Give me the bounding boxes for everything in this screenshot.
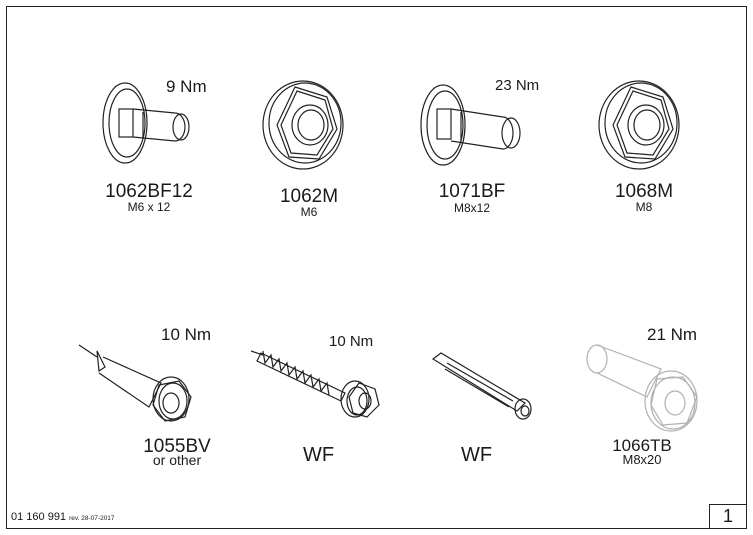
torque-label: 10 Nm xyxy=(329,333,374,350)
wall-plug-icon xyxy=(431,352,532,420)
part-code: 1071BF xyxy=(438,181,506,202)
part-code: 1062BF12 xyxy=(105,181,193,202)
bolt-1062bf12-icon xyxy=(102,82,190,164)
part-size: M6 x 12 xyxy=(127,200,171,214)
part-code: WF xyxy=(461,444,493,466)
document-footer: 01 160 991 rev. 28-07-2017 xyxy=(11,511,115,523)
part-code: 1062M xyxy=(279,186,339,207)
page-number: 1 xyxy=(722,506,733,526)
document-number: 01 160 991 xyxy=(11,511,67,523)
wood-screw-icon xyxy=(250,350,380,418)
flange-nut-icon xyxy=(262,80,344,170)
page-number-box: 1 xyxy=(709,504,747,529)
part-note: or other xyxy=(152,452,202,468)
part-code: 1055BV xyxy=(143,436,211,457)
part-size: M6 xyxy=(300,205,318,219)
torque-label: 10 Nm xyxy=(161,325,212,344)
torque-label: 23 Nm xyxy=(495,77,540,94)
part-size: M8x20 xyxy=(622,452,662,467)
revision-date: rev. 28-07-2017 xyxy=(69,515,115,522)
torque-label: 21 Nm xyxy=(647,325,698,344)
part-code: WF xyxy=(303,444,335,466)
flange-nut-icon xyxy=(598,80,680,170)
self-drilling-screw-icon xyxy=(78,344,192,422)
drawing-sheet: 9 Nm 1062BF12 M6 x 12 1062M M6 23 Nm 107… xyxy=(6,6,747,529)
part-size: M8x12 xyxy=(453,201,491,215)
flange-bolt-icon xyxy=(586,344,698,432)
part-code: 1066TB xyxy=(612,436,672,455)
part-code: 1068M xyxy=(614,181,674,202)
part-size: M8 xyxy=(635,200,653,214)
torque-label: 9 Nm xyxy=(166,77,207,96)
bolt-1071bf-icon xyxy=(420,84,521,166)
